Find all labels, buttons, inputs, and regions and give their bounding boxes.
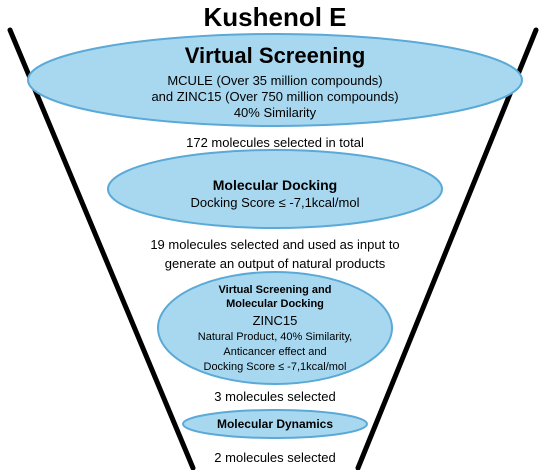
stage-ellipse-virtual-screening-and-docking xyxy=(157,271,393,385)
stage-ellipse-molecular-dynamics xyxy=(182,409,368,439)
funnel-left-edge xyxy=(7,27,196,470)
stage-ellipse-virtual-screening xyxy=(27,33,523,127)
funnel-right-edge xyxy=(355,27,539,470)
stage-ellipse-molecular-docking xyxy=(107,149,443,229)
